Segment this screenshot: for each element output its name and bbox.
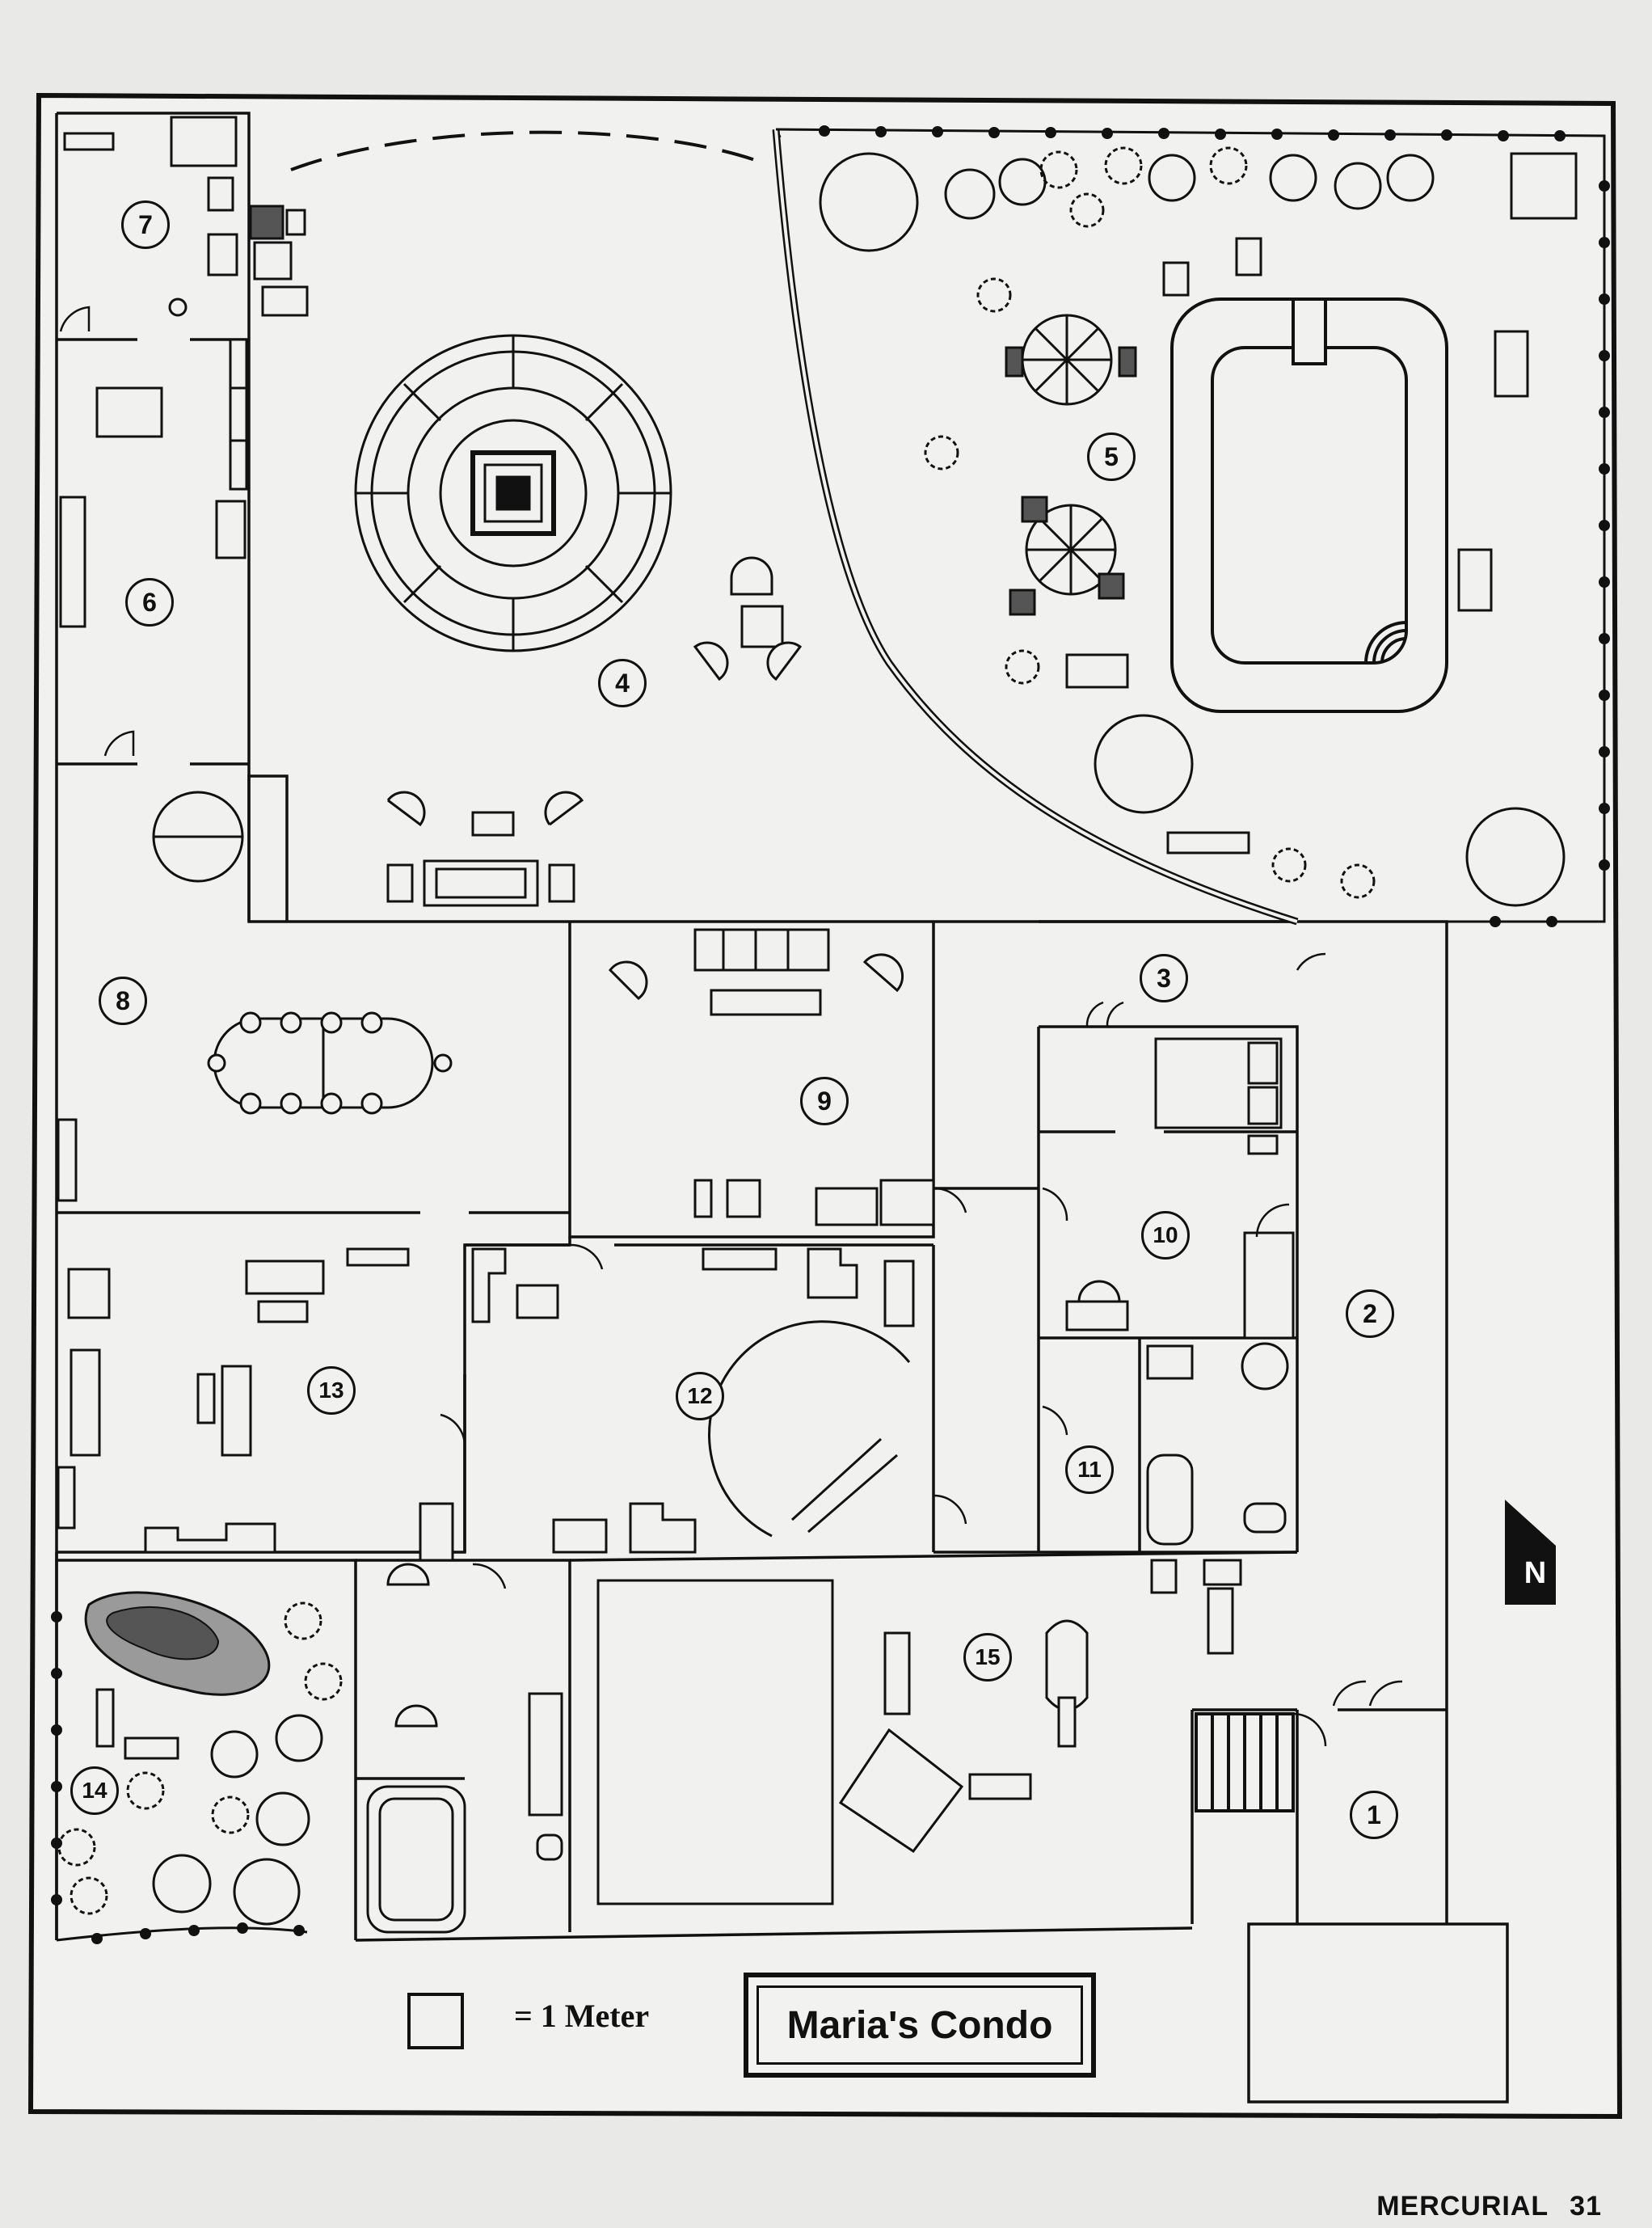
trees — [152, 152, 1566, 1926]
swimming-pool — [1170, 297, 1448, 713]
area-marker-6: 6 — [125, 578, 174, 627]
pond — [84, 1591, 271, 1760]
shrubs — [57, 146, 1376, 1915]
area-marker-3: 3 — [1140, 954, 1188, 1002]
gym-equipment — [596, 1559, 1242, 1905]
area-marker-11: 11 — [1065, 1445, 1114, 1494]
area-marker-9: 9 — [800, 1077, 849, 1125]
bedroom-fixtures — [1065, 1037, 1295, 1546]
dining-table — [57, 791, 453, 1202]
area-marker-15: 15 — [963, 1633, 1012, 1682]
area-marker-12: 12 — [676, 1372, 724, 1420]
living-room-furniture — [609, 928, 935, 1226]
doors — [59, 306, 1403, 1747]
area-marker-4: 4 — [598, 659, 647, 707]
area-marker-13: 13 — [307, 1366, 356, 1415]
map-title-box: Maria's Condo — [744, 1973, 1096, 2078]
area-marker-10: 10 — [1141, 1211, 1190, 1260]
scale-label: = 1 Meter — [514, 1998, 650, 2034]
gazebo — [354, 334, 672, 652]
scale-square — [407, 1993, 464, 2049]
area-marker-1: 1 — [1350, 1791, 1398, 1839]
awning — [290, 130, 761, 171]
area-marker-8: 8 — [99, 977, 147, 1025]
area-marker-5: 5 — [1087, 433, 1136, 481]
page-footer: MERCURIAL 31 — [1376, 2191, 1602, 2222]
bathroom-fixtures — [366, 1563, 563, 1934]
stairs — [1195, 1712, 1295, 1812]
map-title: Maria's Condo — [786, 2003, 1053, 2047]
study-furniture — [419, 1247, 915, 1562]
lounge-furniture — [386, 556, 803, 907]
area-marker-2: 2 — [1346, 1289, 1394, 1338]
kitchen-fixtures — [59, 116, 309, 628]
page-number: 31 — [1570, 2191, 1602, 2222]
north-label: N — [1523, 1556, 1547, 1590]
property-line — [51, 125, 1610, 1944]
publication-name: MERCURIAL — [1376, 2191, 1549, 2222]
area-marker-7: 7 — [121, 200, 170, 249]
workshop-furniture — [57, 1247, 410, 1554]
patio-furniture — [1005, 152, 1578, 854]
area-marker-14: 14 — [70, 1766, 119, 1815]
walls — [55, 112, 1509, 2104]
north-arrow-icon — [1505, 1500, 1556, 1605]
